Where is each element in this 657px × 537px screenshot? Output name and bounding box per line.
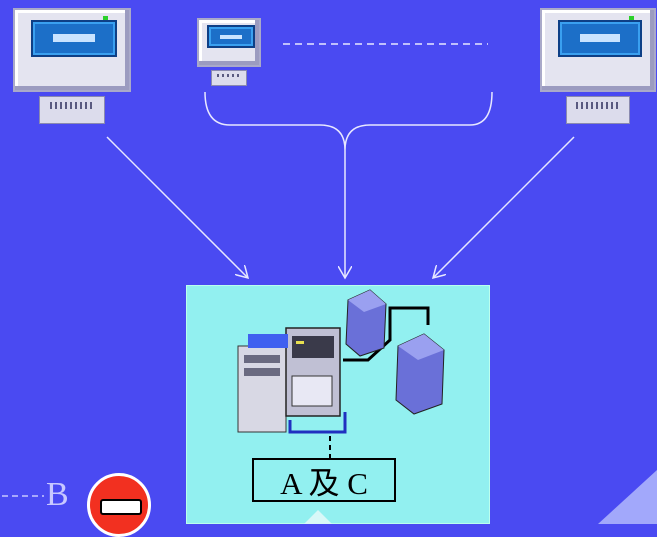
connection-lines [2, 43, 657, 524]
client-computer-left-icon [13, 8, 131, 124]
client-computer-center-icon [197, 18, 261, 86]
b-label: B [46, 476, 69, 513]
label-pointer [304, 510, 332, 524]
client-computer-right-icon [540, 8, 656, 124]
node-label: A 及 C [280, 465, 368, 501]
arrow-right [433, 136, 575, 278]
no-entry-icon [87, 473, 151, 537]
server-cluster-icon [237, 289, 445, 434]
curly-brace [204, 91, 493, 151]
arrow-left [106, 136, 248, 278]
page-curl [598, 470, 657, 524]
node-label-box: A 及 C [252, 458, 396, 502]
